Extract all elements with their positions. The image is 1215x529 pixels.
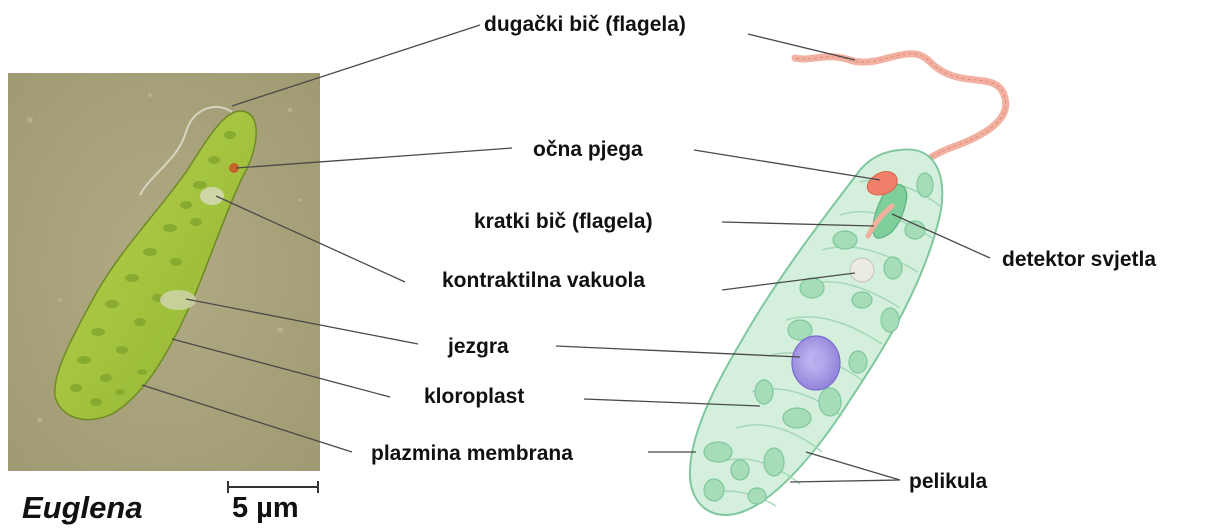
label-plasma-membrane: plazmina membrana [371,443,573,464]
label-nucleus: jezgra [448,336,509,357]
label-pellicle: pelikula [909,471,987,492]
label-contractile-vacuole: kontraktilna vakuola [442,270,645,291]
label-light-detector: detektor svjetla [1002,249,1156,270]
label-short-flagellum: kratki bič (flagela) [474,211,653,232]
micrograph-photo [8,73,320,471]
scale-bar-label: 5 µm [232,492,299,525]
label-eyespot: očna pjega [533,139,643,160]
euglena-diagram [690,54,1006,515]
label-chloroplast: kloroplast [424,386,524,407]
contractile-vacuole [850,258,874,282]
genus-caption: Euglena [22,490,143,526]
label-long-flagellum: dugački bič (flagela) [484,14,686,35]
